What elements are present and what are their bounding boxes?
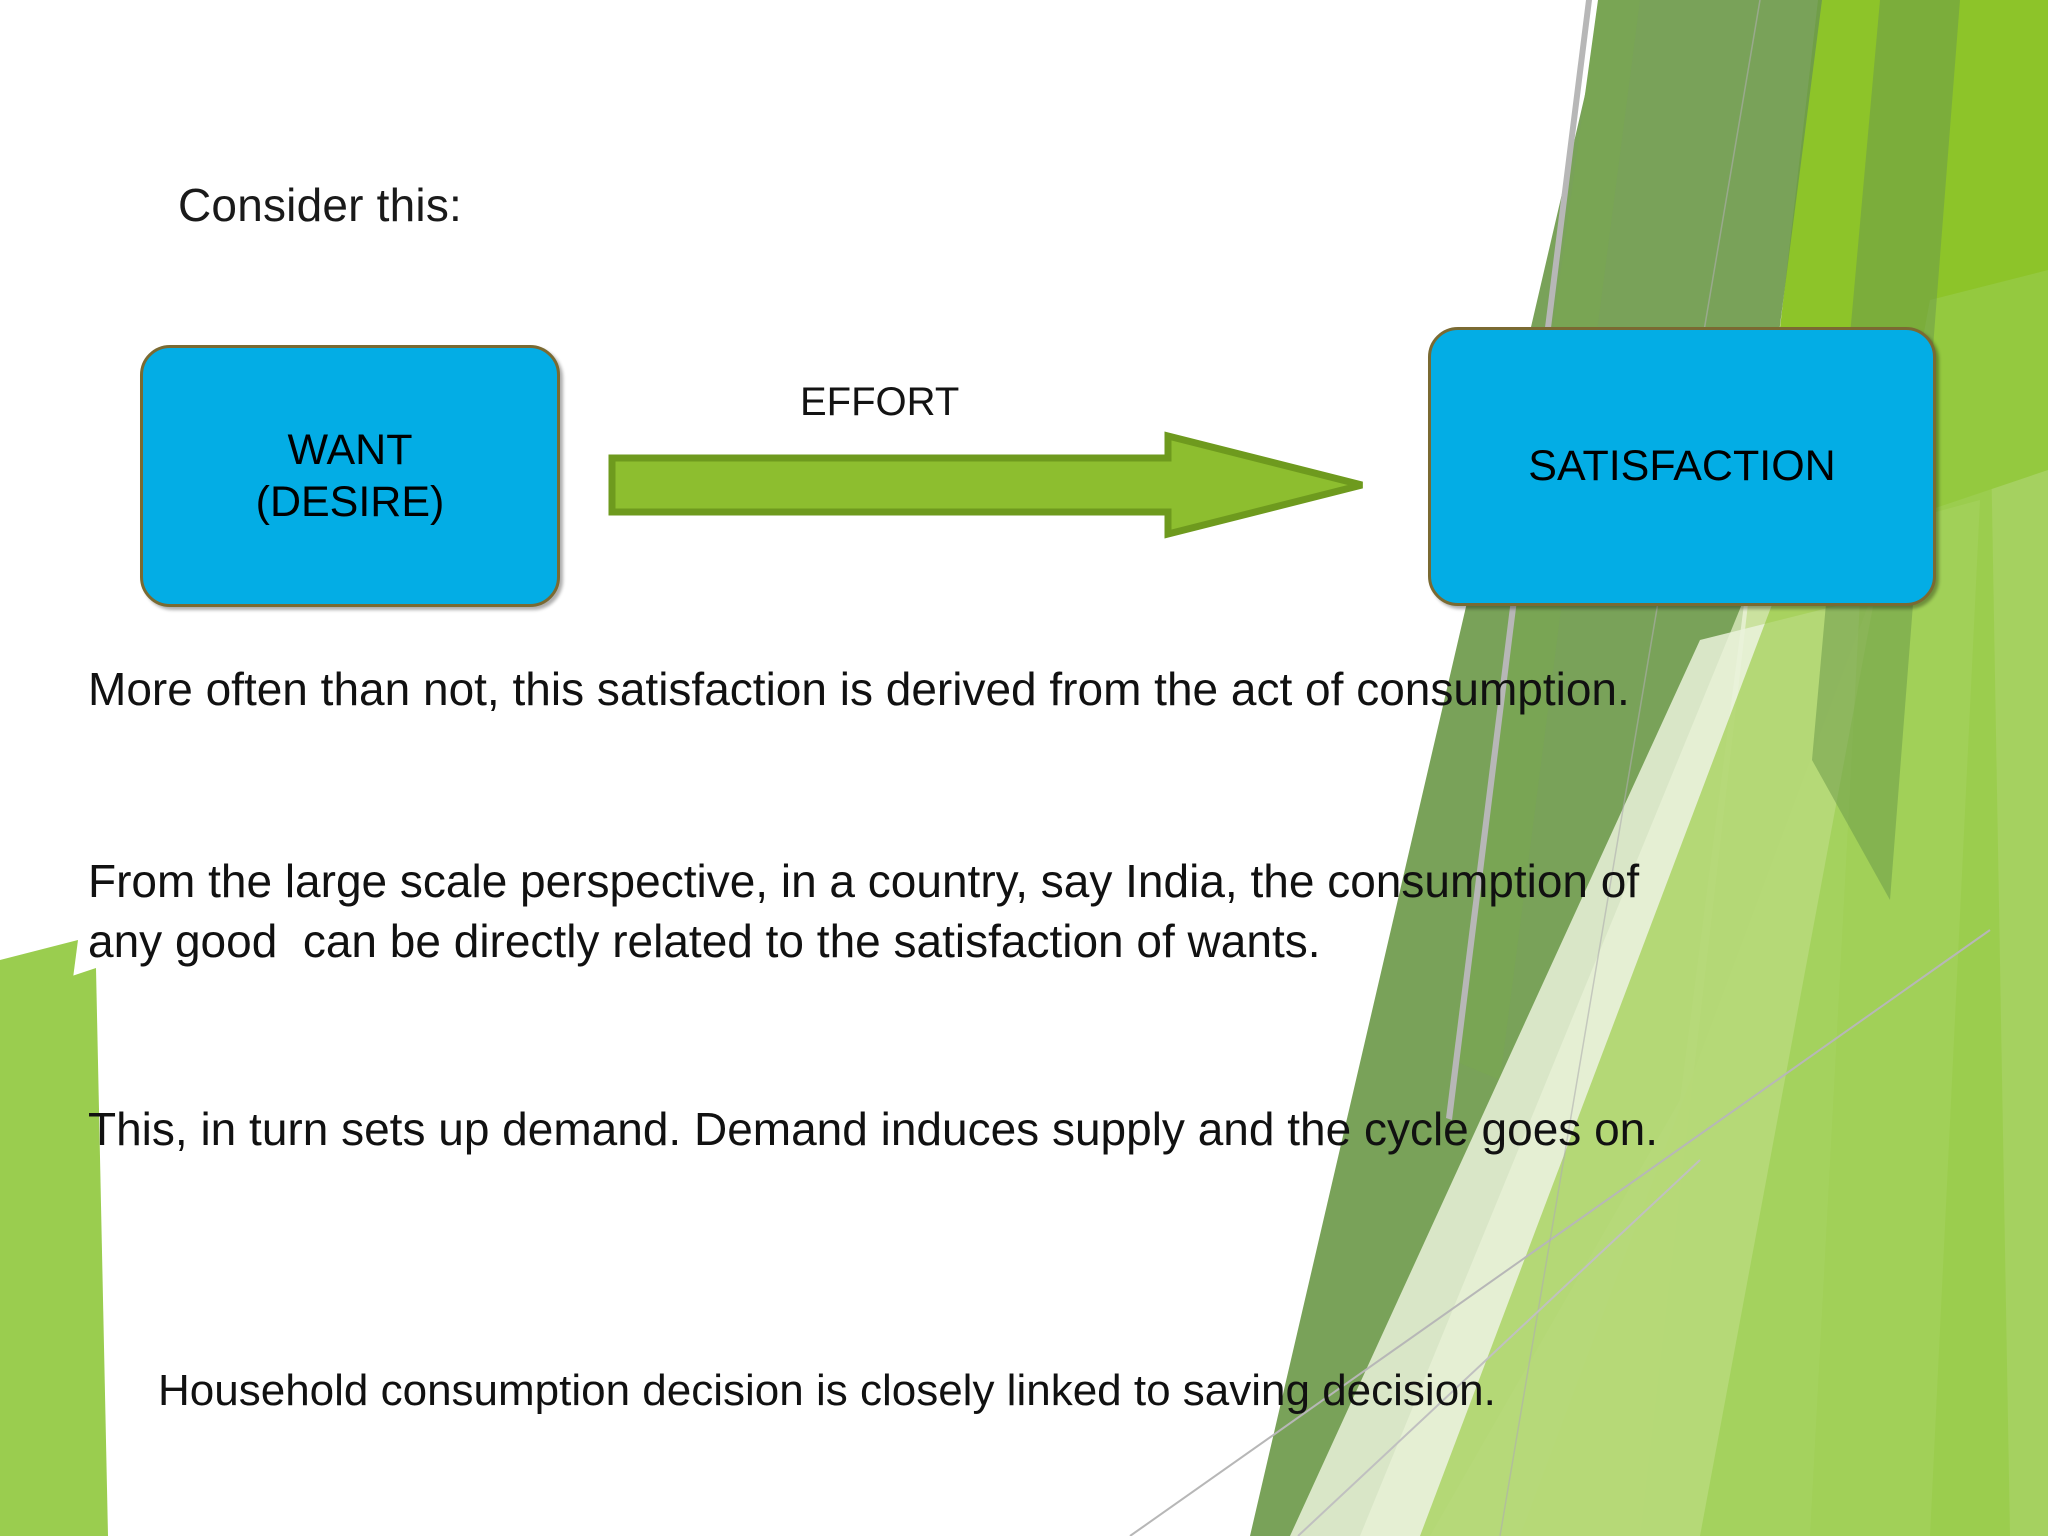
body-paragraph-1: More often than not, this satisfaction i… [88, 663, 1630, 715]
flow-node-want-label-secondary: (DESIRE) [255, 478, 445, 526]
closing-note-line-1: Household consumption decision is closel… [158, 1366, 1496, 1416]
flow-node-want-label-primary: WANT [287, 425, 413, 474]
decor-right-bright-column [1760, 0, 2048, 1536]
body-paragraph-3: This, in turn sets up demand. Demand ind… [88, 1103, 1659, 1155]
page-title: Consider this: [178, 179, 463, 231]
flow-node-satisfaction-label: SATISFACTION [1528, 442, 1836, 491]
decor-bottom-left-wedge [0, 960, 60, 1536]
connector-label-effort: EFFORT [800, 380, 960, 424]
flow-node-satisfaction: SATISFACTION [1428, 327, 1936, 606]
decor-bottom-left-wedge-2 [0, 940, 78, 1536]
body-paragraph-2: From the large scale perspective, in a c… [88, 855, 1652, 967]
flow-node-want: WANT (DESIRE) [140, 345, 560, 607]
closing-note: Household consumption decision is closel… [88, 1248, 1788, 1536]
effort-arrow-icon [608, 431, 1363, 539]
